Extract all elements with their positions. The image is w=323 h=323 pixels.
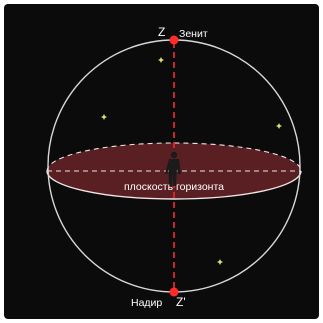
stars-group	[101, 57, 282, 265]
zenith-name-label: Зенит	[179, 28, 208, 40]
horizon-plane-label: плоскость горизонта	[124, 181, 224, 193]
star-icon	[276, 123, 282, 129]
horizon-plane-back-edge	[46, 142, 302, 172]
person-silhouette-icon	[165, 151, 181, 186]
nadir-name-label: Надир	[131, 297, 162, 309]
star-icon	[101, 114, 107, 120]
zenith-letter-label: Z	[158, 25, 165, 39]
horizon-plane-front-edge	[46, 170, 302, 200]
nadir-point	[169, 287, 179, 297]
star-icon	[217, 259, 223, 265]
zenith-point	[169, 35, 179, 45]
nadir-letter-label: Z'	[176, 295, 186, 309]
star-icon	[158, 57, 164, 63]
